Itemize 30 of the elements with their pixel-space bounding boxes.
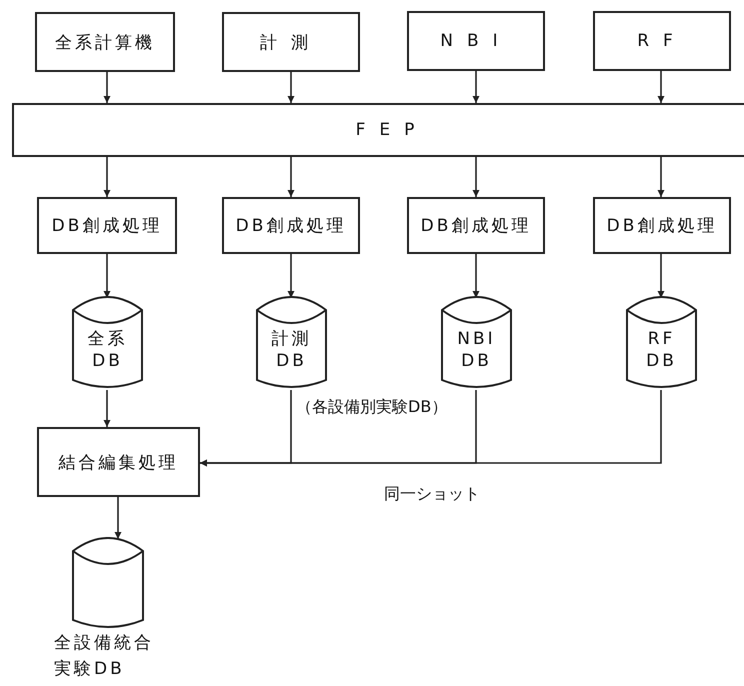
system-box: RF <box>593 11 731 71</box>
arrow <box>658 71 664 103</box>
arrow <box>288 157 294 197</box>
arrow <box>200 390 662 466</box>
process-box: DB創成処理 <box>222 197 360 254</box>
arrow <box>472 157 480 197</box>
database-cylinder: NBI DB <box>441 296 512 394</box>
system-box: 計測 <box>222 12 360 72</box>
database-cylinder: RF DB <box>626 296 697 394</box>
arrow <box>104 390 110 427</box>
arrow <box>658 254 664 298</box>
arrow <box>472 254 480 298</box>
arrow <box>288 72 294 103</box>
database-cylinder: 全設備統合実験DB <box>52 537 164 682</box>
arrow <box>658 157 664 197</box>
process-box: 結合編集処理 <box>37 427 200 497</box>
process-box: DB創成処理 <box>593 197 731 254</box>
arrow <box>104 157 110 197</box>
process-box: DB創成処理 <box>407 197 545 254</box>
arrow <box>114 497 122 539</box>
system-box: 全系計算機 <box>35 12 175 72</box>
arrow <box>104 72 110 103</box>
arrow <box>472 71 480 103</box>
fep-bar: FEP <box>12 103 744 157</box>
arrow <box>288 254 294 298</box>
database-cylinder: 全系 DB <box>72 296 143 394</box>
process-box: DB創成処理 <box>37 197 177 254</box>
database-cylinder: 計測 DB <box>256 296 327 394</box>
arrow <box>104 254 110 298</box>
system-box: NBI <box>407 11 545 71</box>
